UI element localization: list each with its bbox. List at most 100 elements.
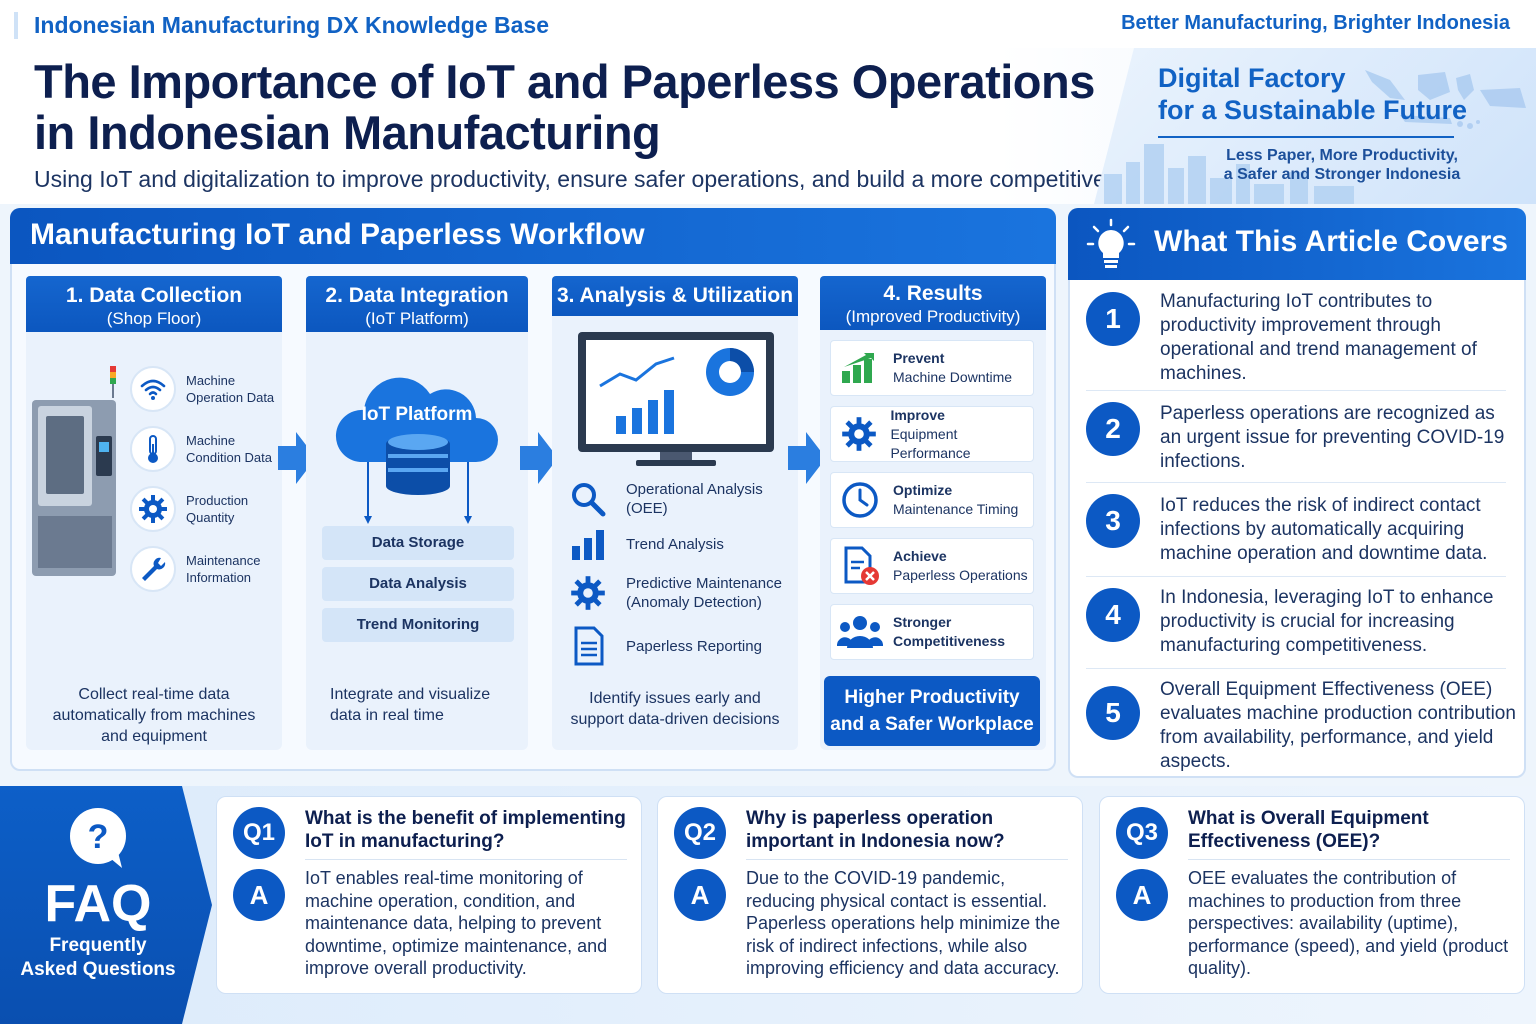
svg-text:?: ? (88, 818, 109, 856)
question-badge: Q2 (674, 807, 726, 859)
answer-badge: A (674, 869, 726, 921)
flow-arrow-icon (788, 432, 826, 484)
faq-answer: Due to the COVID-19 pandemic, reducing p… (746, 868, 1061, 978)
results-subtitle: (Improved Productivity) (845, 307, 1021, 326)
gear-icon (130, 486, 176, 532)
page-title-line2: in Indonesian Manufacturing (34, 106, 661, 159)
cover-text: Paperless operations are recognized as a… (1160, 403, 1505, 472)
analysis-label: Predictive Maintenance(Anomaly Detection… (626, 575, 782, 611)
gear-icon (571, 576, 605, 610)
header: The Importance of IoT and Paperless Oper… (0, 48, 1536, 204)
results-title: 4. Results (883, 282, 983, 305)
cover-number: 4 (1086, 588, 1140, 642)
cloud-database-icon (335, 377, 498, 524)
document-icon (574, 626, 604, 666)
question-bubble-icon: ? (70, 808, 126, 868)
indonesia-map-icon (1365, 70, 1526, 129)
answer-badge: A (233, 869, 285, 921)
pill-data-analysis: Data Analysis (322, 567, 514, 601)
article-covers-panel: What This Article Covers 1 Manufacturing… (1068, 208, 1526, 778)
answer-badge: A (1116, 869, 1168, 921)
promo-title: Digital Factory for a Sustainable Future (1158, 62, 1467, 126)
data-collection-title: 1. Data Collection (65, 284, 243, 307)
faq-card-1: Q1 What is the benefit of implementing I… (216, 796, 642, 994)
data-integration-header: 2. Data Integration (IoT Platform) (306, 276, 528, 332)
cover-number: 2 (1086, 402, 1140, 456)
faq-card-3: Q3 What is Overall Equipment Effectivene… (1099, 796, 1525, 994)
machine-icon (32, 366, 116, 576)
cover-number: 1 (1086, 292, 1140, 346)
wrench-icon (130, 546, 176, 592)
results-column: 4. Results (Improved Productivity) Preve… (820, 276, 1046, 750)
analysis-item-operational: Operational Analysis(OEE) (570, 480, 763, 518)
article-covers-title: What This Article Covers (1154, 225, 1508, 258)
promo-sub-line1: Less Paper, More Productivity, (1226, 147, 1458, 164)
page-title-line1: The Importance of IoT and Paperless Oper… (34, 55, 1095, 108)
faq-divider (305, 859, 627, 860)
data-integration-column: 2. Data Integration (IoT Platform) IoT P… (306, 276, 528, 750)
data-integration-subtitle: (IoT Platform) (365, 309, 469, 328)
pill-trend-monitoring: Trend Monitoring (322, 608, 514, 642)
promo-banner: Digital Factory for a Sustainable Future… (1094, 48, 1536, 204)
cover-number: 3 (1086, 494, 1140, 548)
dashboard-monitor-icon (578, 332, 774, 466)
question-badge: Q3 (1116, 807, 1168, 859)
city-skyline-icon (1104, 144, 1354, 204)
cover-divider (1086, 390, 1506, 391)
analysis-header: 3. Analysis & Utilization (552, 276, 798, 316)
growth-bars-icon (842, 353, 874, 383)
top-bar: Indonesian Manufacturing DX Knowledge Ba… (0, 0, 1536, 48)
promo-subtitle: Less Paper, More Productivity, a Safer a… (1222, 146, 1462, 184)
analysis-title: 3. Analysis & Utilization (556, 284, 794, 307)
analysis-column: 3. Analysis & Utilization Operational An… (552, 276, 798, 750)
faq-question: What is Overall Equipment Effectiveness … (1188, 808, 1429, 852)
data-integration-title: 2. Data Integration (325, 284, 509, 307)
wifi-icon (130, 366, 176, 412)
page-title: The Importance of IoT and Paperless Oper… (34, 56, 1114, 158)
cover-divider (1086, 482, 1506, 483)
bar-chart-icon (572, 530, 604, 560)
results-header: 4. Results (Improved Productivity) (820, 276, 1046, 330)
faq-title: FAQ (44, 875, 152, 933)
faq-question: What is the benefit of implementing IoT … (305, 808, 626, 852)
faq-divider (746, 859, 1068, 860)
knowledge-base-label[interactable]: Indonesian Manufacturing DX Knowledge Ba… (14, 12, 549, 39)
workflow-panel: Manufacturing IoT and Paperless Workflow… (10, 208, 1056, 771)
analysis-label: Operational Analysis(OEE) (626, 481, 763, 517)
faq-question: Why is paperless operation important in … (746, 808, 1005, 852)
clock-icon (842, 482, 878, 518)
iot-platform-label: IoT Platform (361, 404, 473, 425)
slogan: Better Manufacturing, Brighter Indonesia (1121, 12, 1510, 34)
cover-text: In Indonesia, leveraging IoT to enhance … (1160, 587, 1494, 656)
article-covers-header: What This Article Covers (1068, 208, 1526, 280)
lightbulb-icon (1086, 218, 1136, 268)
cover-divider (1086, 668, 1506, 669)
workflow-title: Manufacturing IoT and Paperless Workflow (30, 218, 645, 251)
page-subtitle: Using IoT and digitalization to improve … (34, 166, 1182, 192)
analysis-label: Paperless Reporting (626, 637, 762, 655)
promo-divider (1158, 136, 1454, 138)
no-paper-icon (844, 546, 879, 585)
question-badge: Q1 (233, 807, 285, 859)
